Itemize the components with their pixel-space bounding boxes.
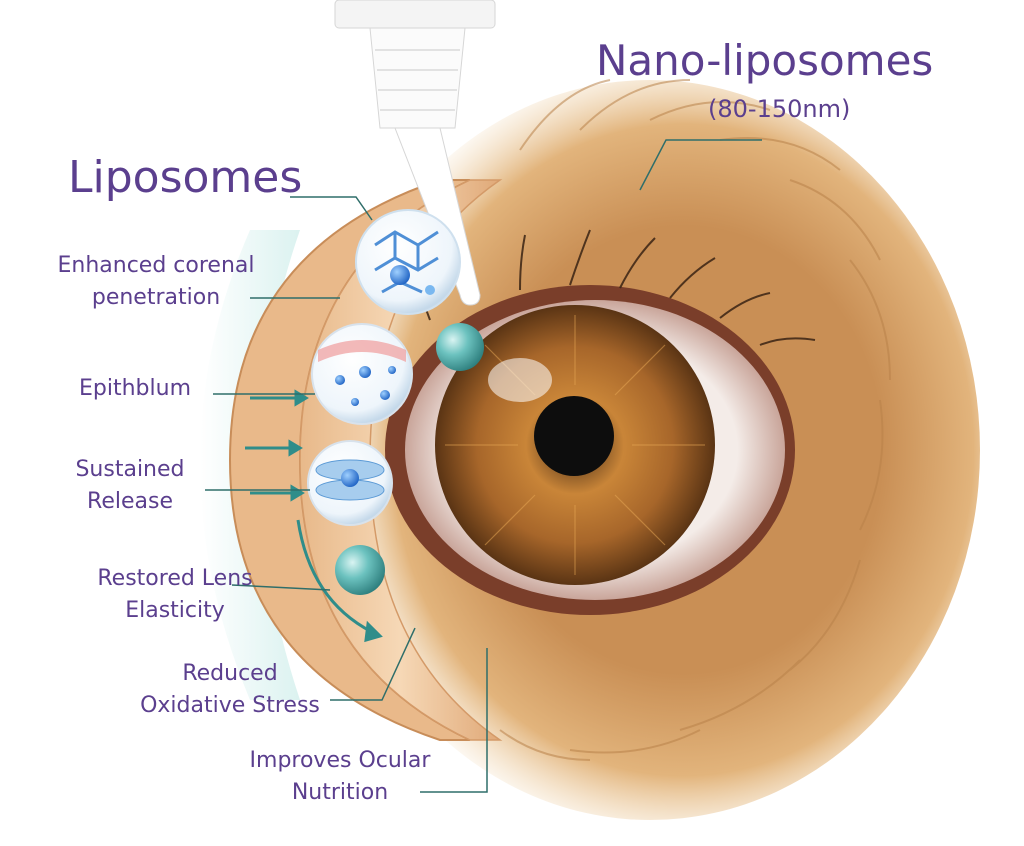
label-oxidative-stress: Reduced Oxidative Stress bbox=[140, 661, 320, 718]
label-corneal-penetration: Enhanced corenal penetration bbox=[57, 253, 255, 310]
label-restored-lens: Restored Lens Elasticity bbox=[97, 566, 253, 623]
lipid-bilayer-icon bbox=[307, 440, 393, 526]
nano-liposomes-title: Nano-liposomes bbox=[596, 36, 934, 85]
eye-highlight bbox=[488, 358, 552, 402]
iris-fibers bbox=[445, 315, 705, 575]
label-epithblum: Epithblum bbox=[79, 376, 191, 401]
label-sustained-release: Sustained Release bbox=[75, 457, 185, 514]
cell-layer-icon bbox=[311, 323, 413, 425]
nano-liposomes-size: (80-150nm) bbox=[708, 95, 851, 123]
liposomes-title: Liposomes bbox=[68, 152, 303, 203]
leader-lines bbox=[205, 139, 762, 793]
label-ocular-nutrition: Improves Ocular Nutrition bbox=[249, 748, 431, 805]
liposome-sphere-icon bbox=[436, 323, 484, 371]
molecular-lattice-icon bbox=[355, 209, 461, 315]
fur-strands bbox=[499, 79, 891, 761]
pupil bbox=[534, 396, 614, 476]
liposome-sphere-icon bbox=[335, 545, 385, 595]
